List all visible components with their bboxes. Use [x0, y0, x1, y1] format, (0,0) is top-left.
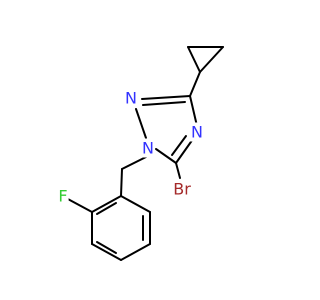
atom-label-n4: N	[191, 123, 203, 142]
bond-cyclopropyl-3	[199, 46, 224, 73]
atom-label-background	[124, 88, 138, 108]
bond-c3-n2	[141, 95, 191, 100]
bond-c5-br	[175, 162, 181, 179]
bond-n1-c5	[155, 148, 177, 164]
atom-label-n2: N	[125, 89, 137, 108]
bond-ch2-ring	[120, 168, 123, 197]
atom-label-f: F	[58, 187, 67, 206]
atom-label-background	[57, 186, 69, 206]
bond-ring-inner-3	[96, 202, 117, 215]
atom-label-n1: N	[142, 139, 154, 158]
bond-n2-n1	[135, 108, 147, 139]
atom-label-layer: N N N Br F	[57, 88, 204, 206]
bond-c3-n4	[189, 95, 198, 127]
bond-n1-ch2	[121, 156, 147, 170]
bond-c3-n2-double	[142, 101, 186, 106]
atom-label-br: Br	[173, 180, 191, 199]
bond-ring-4	[91, 243, 122, 261]
bond-ring-inner-2	[96, 241, 117, 254]
atom-label-background	[141, 138, 155, 158]
bond-ring-6	[91, 195, 122, 213]
bond-c5-n4-double	[171, 135, 187, 156]
bond-c5-n4	[175, 138, 194, 164]
molecule-structure: N N N Br F	[57, 46, 224, 261]
bond-ring-3	[120, 243, 151, 261]
bond-cyclopropyl-1	[187, 46, 201, 73]
atom-label-background	[172, 179, 193, 199]
bond-layer	[65, 46, 224, 261]
bond-ring-1	[120, 195, 151, 213]
atom-label-background	[190, 122, 204, 142]
bond-ring-f	[65, 197, 93, 213]
bond-cyclopropyl-c3	[189, 71, 201, 97]
